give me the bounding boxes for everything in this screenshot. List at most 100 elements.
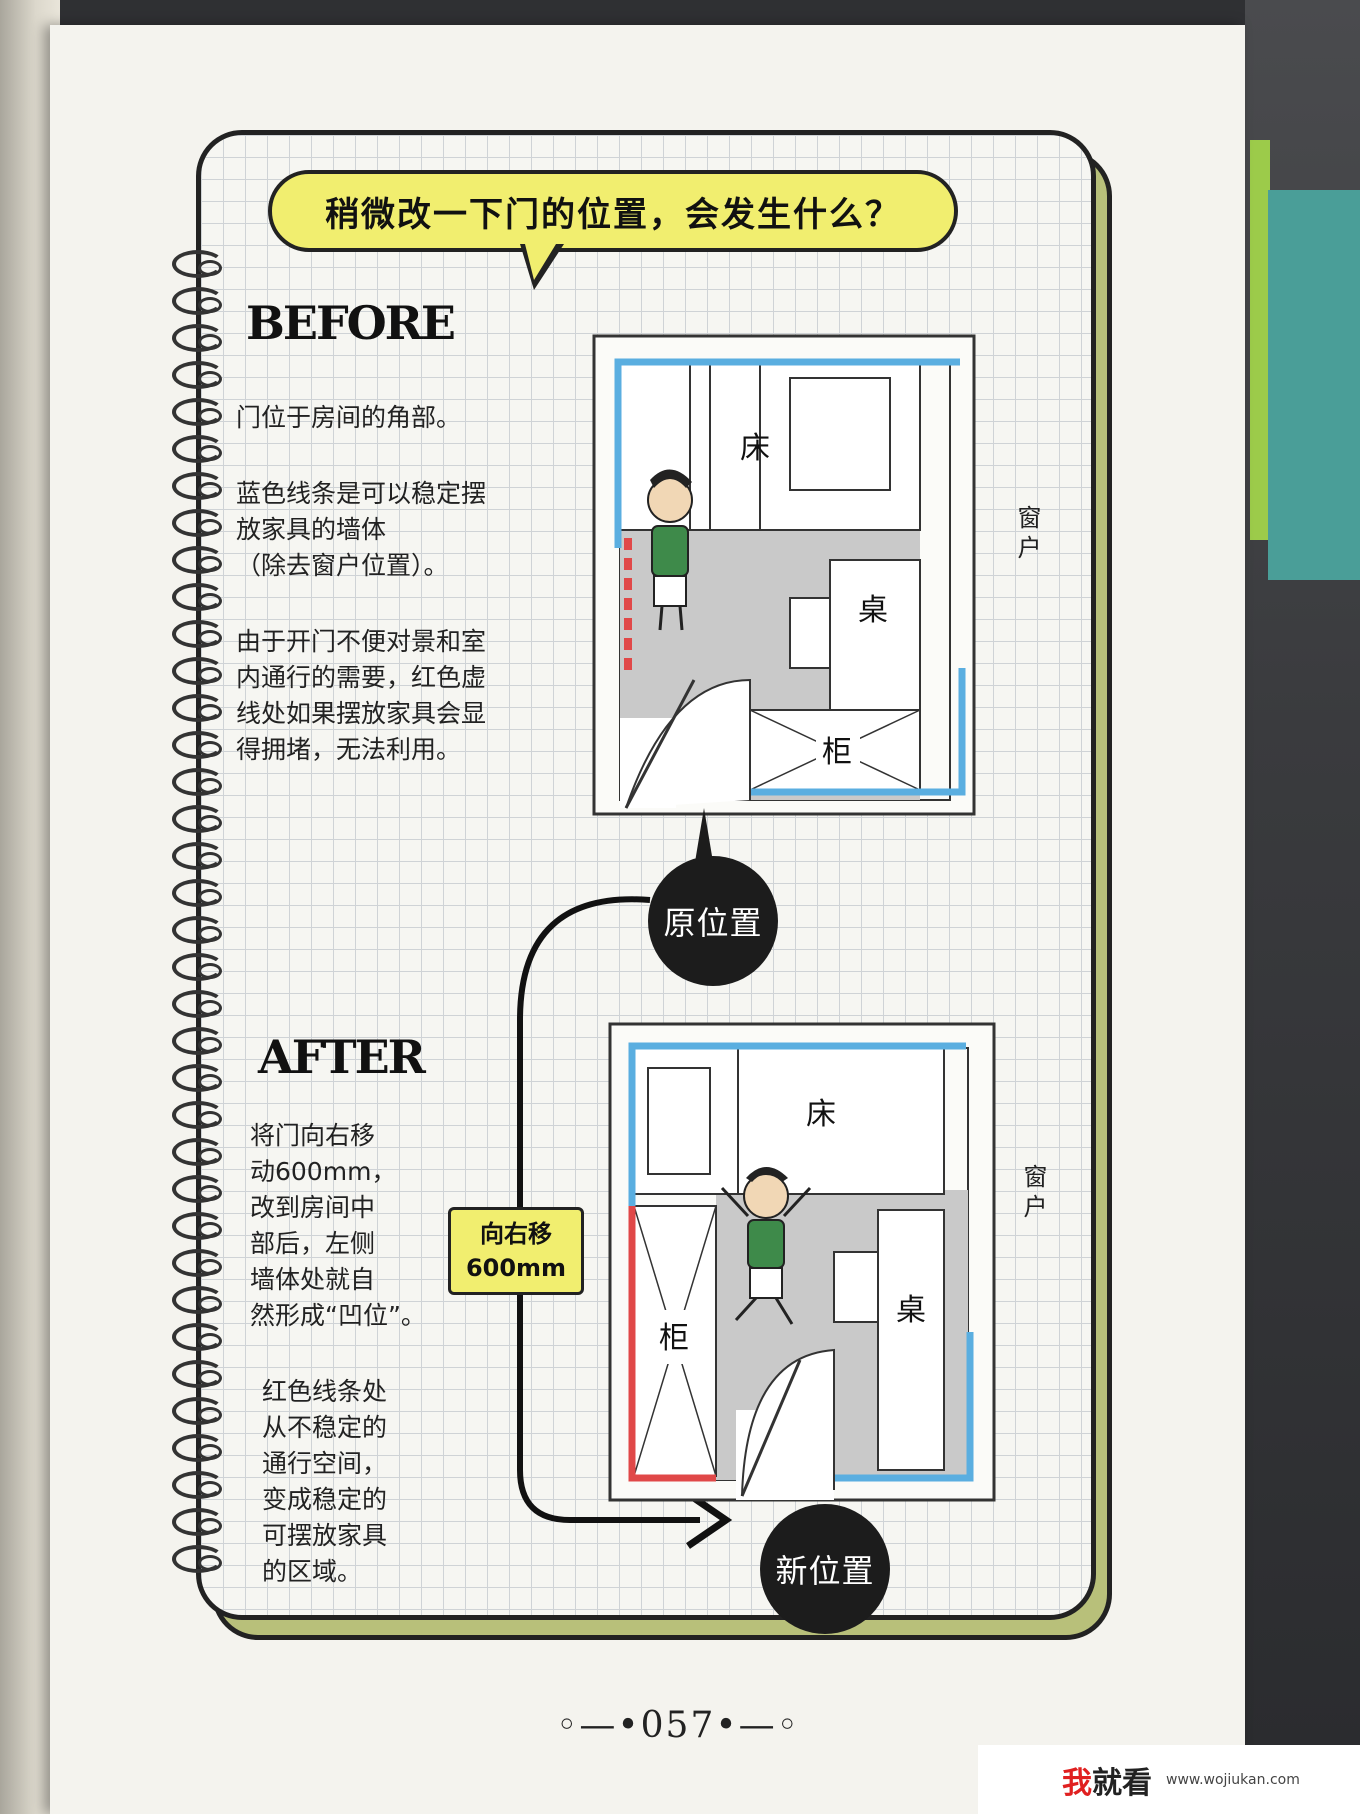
- door-leaf: [624, 679, 696, 809]
- watermark-brand-red: 我: [1062, 1765, 1092, 1801]
- spiral-coil: [172, 990, 224, 1018]
- spiral-coil: [172, 1323, 224, 1351]
- text-line: 将门向右移: [250, 1121, 376, 1150]
- callout-tail: [694, 808, 714, 868]
- page-number: ◦—•057•—◦: [556, 1705, 800, 1746]
- spiral-coil: [172, 731, 224, 759]
- spiral-coil: [172, 361, 224, 389]
- chair: [789, 597, 831, 669]
- spiral-coil: [172, 1508, 224, 1536]
- after-floor-plan: 床 柜 桌: [608, 1022, 996, 1502]
- text-line: 红色线条处: [262, 1377, 388, 1406]
- spiral-coil: [172, 324, 224, 352]
- spiral-coil: [172, 1471, 224, 1499]
- text-line: 得拥堵，无法利用。: [236, 735, 462, 764]
- bed-headboard: [689, 361, 711, 531]
- blue-wall-top-left: [628, 1042, 966, 1206]
- bed-label: 床: [806, 1097, 836, 1132]
- person-shirt: [651, 525, 689, 577]
- before-paragraph-1: 门位于房间的角部。: [236, 400, 576, 436]
- spiral-coil: [172, 1397, 224, 1425]
- teal-object: [1268, 190, 1360, 580]
- pillow: [647, 1067, 711, 1175]
- spiral-coil: [172, 1249, 224, 1277]
- blue-wall-bottom-right: [834, 1332, 974, 1482]
- text-line: 从不稳定的: [262, 1413, 388, 1442]
- spiral-coil: [172, 916, 224, 944]
- bubble-tail-fill: [525, 244, 556, 280]
- spiral-coil: [172, 1360, 224, 1388]
- text-line: 由于开门不便对景和室: [236, 627, 487, 656]
- spiral-coil: [172, 1286, 224, 1314]
- cabinet-label-bg: [652, 1310, 698, 1364]
- title-bubble: 稍微改一下门的位置，会发生什么？: [268, 170, 958, 252]
- spiral-coil: [172, 1545, 224, 1573]
- text-line: 线处如果摆放家具会显: [236, 699, 487, 728]
- arrow-head: [686, 1491, 733, 1549]
- person-shorts: [653, 575, 687, 607]
- spiral-coil: [172, 1212, 224, 1240]
- spiral-coil: [172, 842, 224, 870]
- spiral-coil: [172, 1434, 224, 1462]
- watermark-brand-dark: 就看: [1092, 1765, 1152, 1801]
- spiral-coil: [172, 435, 224, 463]
- door-leaf: [740, 1359, 802, 1497]
- new-position-callout: 新位置: [760, 1504, 890, 1634]
- spiral-coil: [172, 583, 224, 611]
- before-paragraph-2: 蓝色线条是可以稳定摆 放家具的墙体 （除去窗户位置）。: [236, 476, 576, 584]
- spiral-coil: [172, 1138, 224, 1166]
- text-line: 动600mm，: [250, 1157, 397, 1186]
- person-leg: [734, 1296, 758, 1322]
- person-hair: [746, 1167, 788, 1182]
- spiral-coil: [172, 1175, 224, 1203]
- text-line: 然形成“凹位”。: [250, 1301, 426, 1330]
- spiral-coil: [172, 1064, 224, 1092]
- pillow: [789, 377, 891, 491]
- text-line: 变成稳定的: [262, 1485, 388, 1514]
- text-line: （除去窗户位置）。: [236, 551, 449, 580]
- spiral-coil: [172, 805, 224, 833]
- cabinet-label: 柜: [659, 1321, 689, 1356]
- before-paragraph-3: 由于开门不便对景和室 内通行的需要，红色虚 线处如果摆放家具会显 得拥堵，无法利…: [236, 624, 576, 768]
- spiral-coil: [172, 620, 224, 648]
- spiral-coil: [172, 694, 224, 722]
- spiral-coil: [172, 1101, 224, 1129]
- spiral-coil: [172, 509, 224, 537]
- person-leg: [658, 605, 664, 631]
- person-arm: [720, 1186, 750, 1218]
- person-arm: [782, 1186, 812, 1218]
- red-wall-alcove: [628, 1206, 716, 1482]
- spiral-coil: [172, 398, 224, 426]
- person-shirt: [747, 1219, 785, 1269]
- cabinet-label-bg: [816, 725, 860, 775]
- door-swing: [625, 678, 751, 809]
- spiral-coil: [172, 953, 224, 981]
- text-line: 内通行的需要，红色虚: [236, 663, 487, 692]
- page-title: 稍微改一下门的位置，会发生什么？: [325, 194, 901, 235]
- after-heading: AFTER: [258, 1030, 426, 1084]
- move-tag-line-2: 600mm: [465, 1254, 567, 1282]
- spiral-coil: [172, 250, 224, 278]
- connector-arrow: [517, 896, 733, 1549]
- text-line: 门位于房间的角部。: [236, 403, 462, 432]
- person-hair: [650, 469, 692, 488]
- person-shorts: [749, 1267, 783, 1299]
- desk-label: 桌: [858, 593, 888, 628]
- after-paragraph-1: 将门向右移 动600mm， 改到房间中 部后，左侧 墙体处就自 然形成“凹位”。: [250, 1118, 470, 1334]
- text-line: 蓝色线条是可以稳定摆: [236, 479, 487, 508]
- person-leg: [678, 605, 684, 631]
- spiral-coil: [172, 879, 224, 907]
- spiral-coil: [172, 287, 224, 315]
- spiral-coil: [172, 472, 224, 500]
- text-line: 放家具的墙体: [236, 515, 387, 544]
- desk-label: 桌: [896, 1293, 926, 1328]
- door-swing: [741, 1348, 835, 1497]
- move-right-tag: 向右移 600mm: [448, 1207, 584, 1295]
- text-line: 通行空间，: [262, 1449, 388, 1478]
- after-text: 将门向右移 动600mm， 改到房间中 部后，左侧 墙体处就自 然形成“凹位”。…: [250, 1118, 470, 1624]
- spiral-coil: [172, 657, 224, 685]
- before-heading: BEFORE: [246, 296, 456, 350]
- person-leg: [774, 1297, 794, 1325]
- cabinet-label: 柜: [822, 735, 852, 770]
- move-tag-line-1: 向右移: [480, 1220, 552, 1248]
